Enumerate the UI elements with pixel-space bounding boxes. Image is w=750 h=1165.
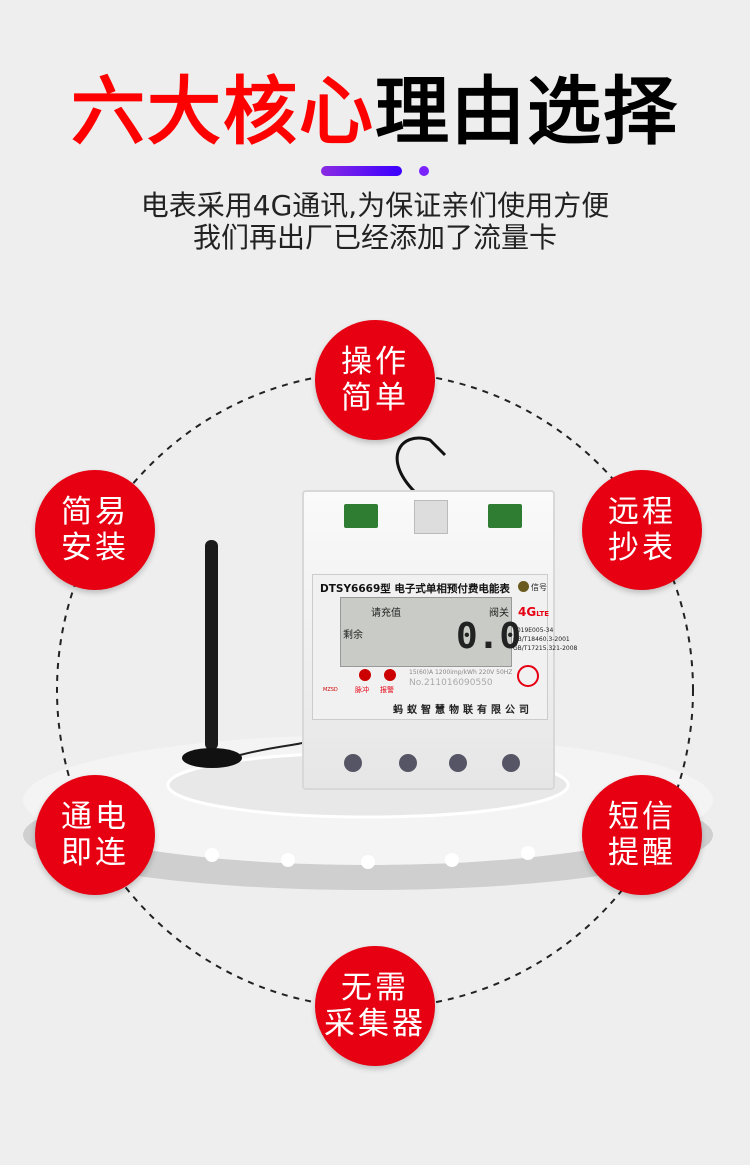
lcd-recharge: 请充值 — [371, 608, 401, 619]
title-red: 六大核心 — [71, 69, 375, 155]
page-title: 六大核心理由选择 — [0, 52, 750, 159]
decor-bar — [321, 166, 402, 176]
lcd-display: 请充值 阀关 剩余 0.0 — [340, 597, 521, 667]
pulse-label: 脉冲 — [355, 686, 369, 694]
meter-model: DTSY6669型 电子式单相预付费电能表 — [320, 583, 510, 595]
cert3: GB/T17215.321-2008 — [513, 645, 578, 652]
subtitle-line2: 我们再出厂已经添加了流量卡 — [192, 221, 557, 254]
meter-panel: DTSY6669型 电子式单相预付费电能表 信号 请充值 阀关 剩余 0.0 4… — [312, 574, 577, 720]
brand-logo: MZSD — [323, 687, 338, 693]
platform-lights — [205, 846, 535, 869]
terminal-left — [344, 504, 378, 528]
cert2: GB/T18460.3-2001 — [513, 636, 570, 643]
feature-sms-alert: 短信提醒 — [582, 775, 702, 895]
antenna-cable — [395, 436, 447, 497]
meter-spec: 15(60)A 1200imp/kWh 220V 50HZ — [409, 669, 513, 676]
lcd-remaining: 剩余 — [343, 630, 363, 641]
company-name: 蚂蚁智慧物联有限公司 — [393, 705, 533, 716]
feature-easy-operation: 操作简单 — [315, 320, 435, 440]
signal-label: 信号 — [531, 583, 547, 592]
sim-slot — [414, 500, 448, 534]
lcd-valve: 阀关 — [489, 608, 509, 619]
terminal-right — [488, 504, 522, 528]
decor-dot — [419, 166, 429, 176]
subtitle-line1: 电表采用4G通讯,为保证亲们使用方便 — [140, 189, 610, 222]
lcd-value: 0.0 — [456, 616, 522, 657]
meter-serial: No.211016090550 — [409, 678, 493, 688]
warning-icon — [517, 665, 539, 687]
feature-remote-reading: 远程抄表 — [582, 470, 702, 590]
feature-easy-install: 简易安装 — [35, 470, 155, 590]
badge-4g: 4G — [518, 605, 537, 619]
title-black: 理由选择 — [375, 69, 679, 155]
cert1: 2019E005-34 — [513, 627, 554, 634]
electric-meter: DTSY6669型 电子式单相预付费电能表 信号 请充值 阀关 剩余 0.0 4… — [302, 490, 577, 790]
badge-lte: LTE — [536, 610, 550, 618]
feature-instant-connect: 通电即连 — [35, 775, 155, 895]
antenna-base — [182, 748, 242, 768]
antenna-rod — [205, 540, 218, 750]
alarm-label: 报警 — [380, 686, 394, 694]
feature-no-collector: 无需采集器 — [315, 946, 435, 1066]
dashed-ring — [56, 371, 694, 1009]
